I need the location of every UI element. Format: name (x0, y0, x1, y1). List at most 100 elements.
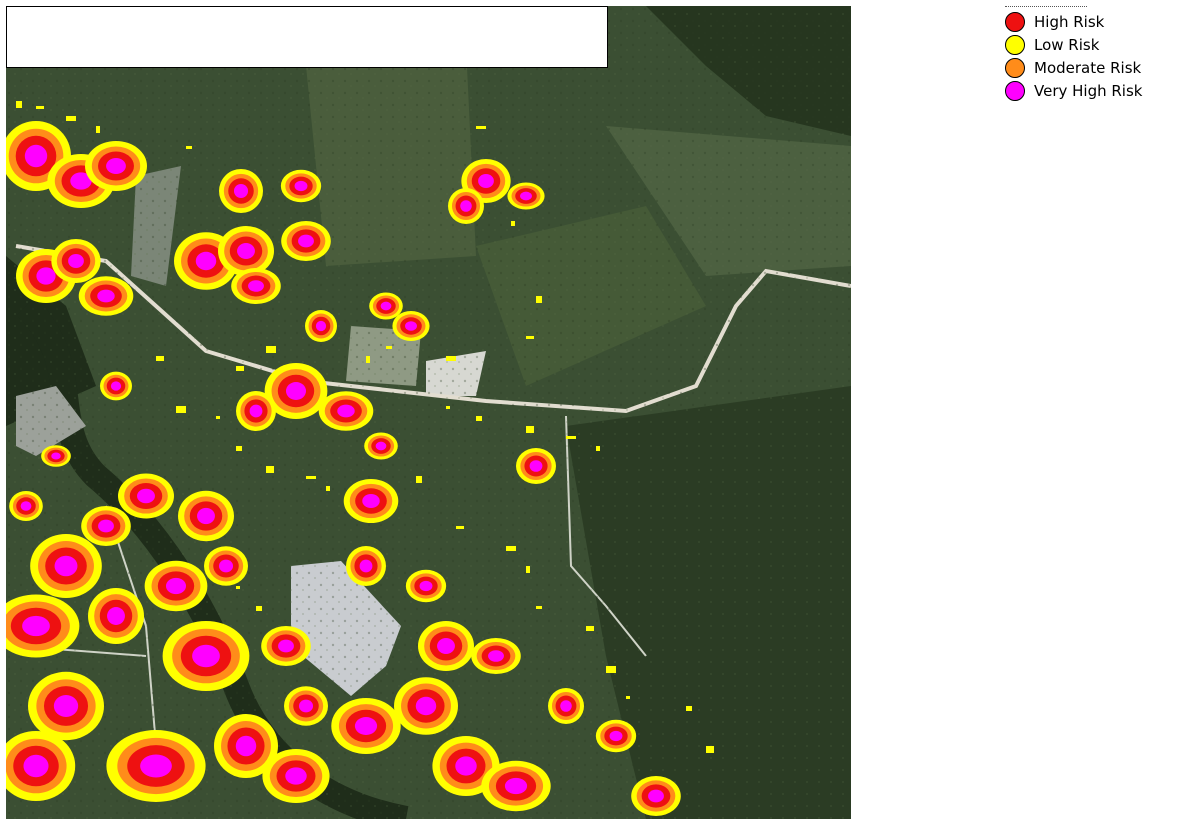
risk-zone-ring (233, 183, 249, 199)
low-risk-speckle (506, 546, 516, 551)
low-risk-speckle (446, 356, 456, 361)
low-risk-speckle (476, 126, 486, 129)
risk-zone-ring (110, 381, 122, 391)
low-risk-speckle (256, 606, 262, 611)
risk-zone-ring (359, 559, 373, 573)
risk-zone-ring (36, 267, 56, 285)
risk-zone-ring (380, 301, 392, 311)
low-risk-speckle (326, 486, 330, 491)
risk-zone-ring (278, 639, 294, 653)
legend-label: Very High Risk (1034, 81, 1143, 100)
low-risk-speckle (456, 526, 464, 529)
low-risk-speckle (686, 706, 692, 711)
low-risk-speckle (176, 406, 186, 413)
risk-zone-ring (415, 696, 437, 716)
risk-zone-ring (504, 777, 528, 795)
legend-item-high-risk: High Risk (1005, 10, 1185, 33)
legend-label: High Risk (1034, 12, 1105, 31)
low-risk-speckle (306, 476, 316, 479)
risk-zone-ring (106, 158, 126, 174)
low-risk-speckle (16, 101, 22, 108)
risk-zone-ring (197, 507, 215, 525)
risk-zone-ring (460, 200, 472, 212)
risk-zone-ring (218, 559, 234, 573)
low-risk-speckle (626, 696, 630, 699)
low-risk-swatch-icon (1005, 34, 1025, 55)
risk-zone-ring (51, 452, 61, 460)
map-title-box (6, 6, 608, 68)
risk-zone-ring (648, 789, 664, 803)
risk-zone-ring (294, 180, 308, 192)
risk-zone-ring (140, 754, 172, 778)
low-risk-speckle (386, 346, 392, 349)
low-risk-speckle (186, 146, 192, 149)
low-risk-speckle (586, 626, 594, 631)
legend-item-very-high-risk: Very High Risk (1005, 79, 1185, 102)
low-risk-speckle (36, 106, 44, 109)
risk-zone-ring (70, 172, 92, 190)
risk-zone-ring (362, 493, 380, 509)
low-risk-speckle (476, 416, 482, 421)
low-risk-speckle (596, 446, 600, 451)
risk-zone-ring (609, 730, 623, 742)
low-risk-speckle (266, 466, 274, 473)
risk-zone-ring (237, 243, 255, 259)
low-risk-speckle (236, 366, 244, 371)
risk-zone-ring (97, 289, 115, 303)
risk-zone-ring (285, 767, 307, 785)
risk-zone-ring (23, 754, 49, 778)
risk-zone-ring (337, 404, 355, 418)
low-risk-speckle (96, 126, 100, 133)
risk-zone-ring (195, 251, 217, 271)
low-risk-speckle (66, 116, 76, 121)
map-view[interactable] (6, 6, 851, 819)
very-high-risk-swatch-icon (1005, 80, 1025, 101)
low-risk-speckle (236, 446, 242, 451)
risk-zone-ring (107, 607, 125, 625)
low-risk-speckle (606, 666, 616, 673)
legend-label: Low Risk (1034, 35, 1100, 54)
low-risk-speckle (446, 406, 450, 409)
low-risk-speckle (216, 416, 220, 419)
low-risk-speckle (526, 566, 530, 573)
low-risk-speckle (511, 221, 515, 226)
risk-zone-ring (249, 404, 263, 418)
risk-zone-ring (20, 501, 32, 511)
high-risk-swatch-icon (1005, 11, 1025, 32)
risk-zone-ring (315, 320, 327, 332)
low-risk-speckle (266, 346, 276, 353)
legend-item-moderate-risk: Moderate Risk (1005, 56, 1185, 79)
low-risk-speckle (526, 336, 534, 339)
low-risk-speckle (416, 476, 422, 483)
low-risk-speckle (236, 586, 240, 589)
legend-label: Moderate Risk (1034, 58, 1142, 77)
risk-zone-ring (165, 577, 187, 595)
risk-zone-ring (560, 700, 572, 712)
risk-zone-ring (488, 650, 504, 662)
risk-zone-ring (192, 644, 220, 668)
low-risk-speckle (536, 606, 542, 609)
risk-zone-ring (53, 695, 79, 717)
risk-zone-ring (248, 280, 264, 292)
legend: High Risk Low Risk Moderate Risk Very Hi… (1005, 6, 1185, 102)
low-risk-speckle (706, 746, 714, 753)
low-risk-speckle (156, 356, 164, 361)
low-risk-speckle (526, 426, 534, 433)
risk-zone-ring (285, 382, 307, 400)
risk-zone-ring (298, 234, 314, 248)
risk-zone-ring (54, 555, 78, 577)
risk-zone-ring (455, 756, 477, 776)
legend-item-low-risk: Low Risk (1005, 33, 1185, 56)
low-risk-speckle (536, 296, 542, 303)
risk-zone-ring (68, 253, 84, 269)
risk-zone-ring (405, 321, 417, 331)
satellite-risk-map[interactable] (6, 6, 851, 819)
risk-zone-ring (437, 638, 455, 654)
low-risk-speckle (366, 356, 370, 363)
risk-overlay (6, 101, 714, 816)
risk-zone-ring (520, 191, 532, 201)
risk-zone-ring (98, 519, 114, 533)
risk-zone-ring (24, 144, 48, 168)
risk-zone-ring (298, 699, 314, 713)
moderate-risk-swatch-icon (1005, 57, 1025, 78)
